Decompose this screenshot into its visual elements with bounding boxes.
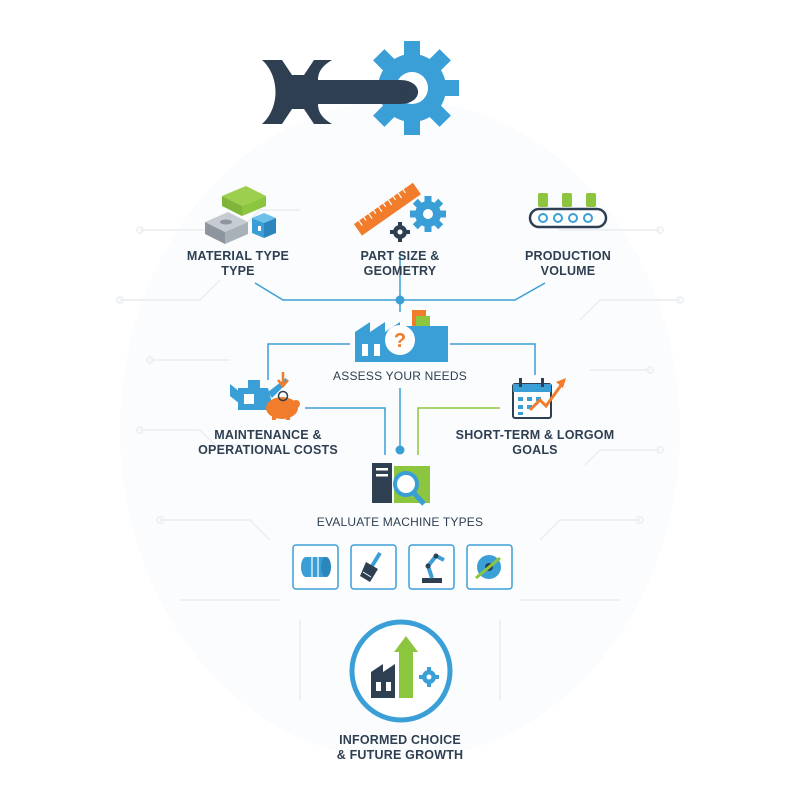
part-size-label-line1: PART SIZE &	[360, 249, 440, 263]
conveyor-belt-icon	[528, 193, 608, 229]
svg-text:?: ?	[394, 330, 406, 352]
evaluate-machines-label-line1: EVALUATE MACHINE TYPES	[316, 515, 484, 529]
production-volume-label: PRODUCTION VOLUME	[508, 249, 628, 279]
server-magnifier-icon	[372, 463, 430, 506]
material-type-label-line2: TYPE	[221, 264, 255, 278]
material-type-label-line1: MATERIAL TYPE	[186, 249, 290, 263]
production-volume-label-line1: PRODUCTION	[524, 249, 612, 263]
part-size-label: PART SIZE & GEOMETRY	[340, 249, 460, 279]
calendar-chart-icon	[512, 378, 566, 419]
saw-blade-icon	[475, 555, 501, 580]
factory-question-icon: ?	[355, 310, 448, 362]
growth-label: INFORMED CHOICE & FUTURE GROWTH	[320, 733, 480, 763]
wrench-gear-icon	[262, 41, 459, 135]
growth-label-line1: INFORMED CHOICE	[339, 733, 461, 747]
maintenance-costs-label: MAINTENANCE & OPERATIONAL COSTS	[188, 428, 348, 458]
ruler-gears-icon	[353, 182, 446, 242]
assess-needs-label-line1: ASSESS YOUR NEEDS	[333, 369, 467, 383]
connector-dots	[395, 295, 405, 455]
goals-label: SHORT-TERM & LORGOM GOALS	[440, 428, 630, 458]
production-volume-label-line2: VOLUME	[540, 264, 596, 278]
paint-brush-icon	[360, 551, 382, 582]
material-blocks-icon	[205, 186, 276, 244]
assess-needs-label: ASSESS YOUR NEEDS	[320, 369, 480, 384]
material-type-label: MATERIAL TYPE TYPE	[178, 249, 298, 279]
factory-growth-icon	[349, 619, 453, 723]
goals-label-line1: SHORT-TERM & LORGOM	[455, 428, 615, 442]
part-size-label-line2: GEOMETRY	[363, 264, 437, 278]
goals-label-line2: GOALS	[512, 443, 558, 457]
robot-arm-icon	[422, 553, 445, 583]
oilcan-piggybank-icon	[230, 372, 300, 420]
maintenance-costs-label-line1: MAINTENANCE &	[214, 428, 322, 442]
growth-label-line2: & FUTURE GROWTH	[336, 748, 464, 762]
drum-machine-icon	[301, 557, 331, 577]
evaluate-machines-label: EVALUATE MACHINE TYPES	[300, 515, 500, 530]
maintenance-costs-label-line2: OPERATIONAL COSTS	[198, 443, 338, 457]
